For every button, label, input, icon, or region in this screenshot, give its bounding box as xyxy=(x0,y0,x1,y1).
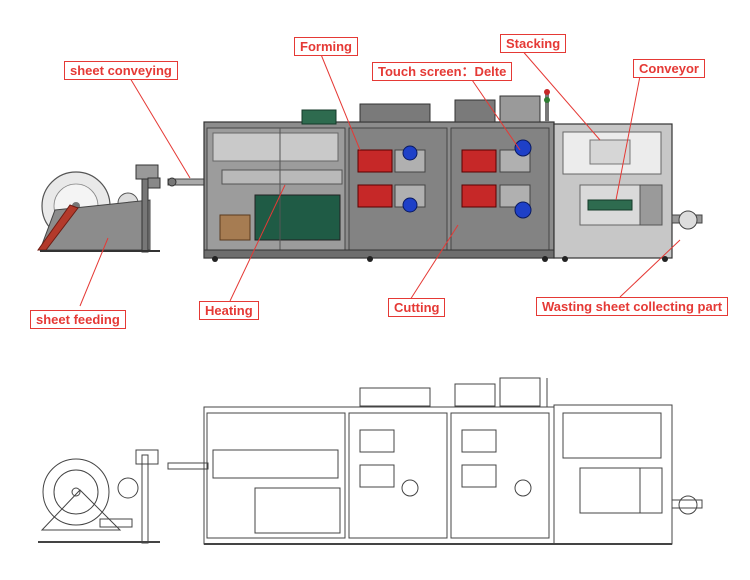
main-machine-body xyxy=(203,89,555,262)
sheet-feeding-unit xyxy=(37,164,161,253)
label-sheet-feeding: sheet feeding xyxy=(30,310,126,329)
main-body-outline xyxy=(167,377,703,545)
label-stacking: Stacking xyxy=(500,34,567,53)
label-touch-screen: Touch screen：Delte xyxy=(372,62,513,81)
stacking-section xyxy=(553,123,703,262)
label-cutting: Cutting xyxy=(388,298,446,317)
label-heating: Heating xyxy=(199,301,259,320)
feeding-unit-outline xyxy=(38,449,160,544)
label-conveyor: Conveyor xyxy=(633,59,705,78)
label-wasting-sheet: Wasting sheet collecting part xyxy=(536,297,729,316)
label-sheet-conveying: sheet conveying xyxy=(64,61,178,80)
label-forming: Forming xyxy=(294,37,358,56)
